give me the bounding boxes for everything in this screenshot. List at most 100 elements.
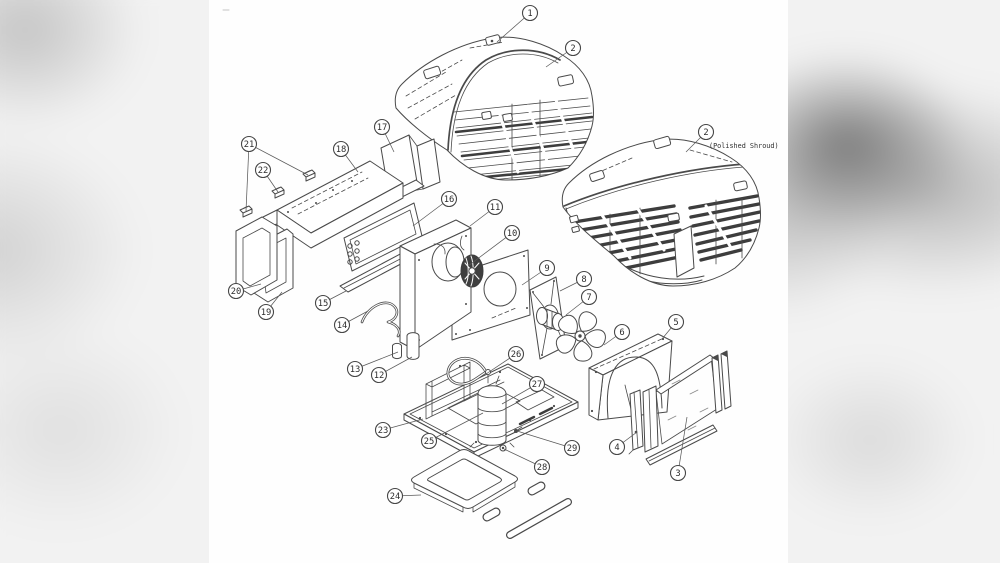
callout-number-20: 20 [231, 287, 242, 297]
callout-number-10: 10 [507, 229, 518, 239]
callout-number-28: 28 [537, 463, 548, 473]
callout-11: 11 [486, 198, 504, 216]
callout-number-23: 23 [378, 426, 389, 436]
callout-2b: 2 [697, 123, 715, 141]
part-capacitor-13 [392, 342, 402, 360]
callout-leader-21 [245, 143, 250, 212]
callout-bubble-11 [486, 198, 504, 216]
callout-22: 22 [254, 161, 272, 179]
callout-7: 7 [580, 288, 598, 306]
callout-25: 25 [420, 432, 438, 450]
part-sensing-tube-14 [360, 301, 401, 338]
callout-17: 17 [373, 118, 391, 136]
callout-number-12: 12 [374, 371, 385, 381]
shroud-mounting-tabs [423, 34, 574, 122]
callout-bubble-7 [580, 288, 598, 306]
callout-number-27: 27 [532, 380, 543, 390]
callout-9: 9 [538, 259, 556, 277]
callout-number-22: 22 [258, 166, 269, 176]
callout-2: 2 [564, 39, 582, 57]
callout-3: 3 [669, 464, 687, 482]
callout-leader-25 [428, 412, 484, 442]
part-mounting-clips [239, 169, 316, 218]
callout-number-8: 8 [581, 275, 586, 285]
callout-number-14: 14 [337, 321, 348, 331]
callout-number-18: 18 [336, 145, 347, 155]
part-condenser-shroud-5 [588, 333, 673, 431]
part-fan-blade-6 [555, 311, 606, 362]
callout-bubble-9 [538, 259, 556, 277]
part-clamp-29 [514, 426, 523, 433]
callout-bubble-2 [564, 39, 582, 57]
callout-number-5: 5 [673, 318, 678, 328]
callout-number-19: 19 [261, 308, 272, 318]
callout-number-4: 4 [614, 443, 619, 453]
callout-19: 19 [257, 303, 275, 321]
callout-number-16: 16 [444, 195, 455, 205]
callout-number-24: 24 [390, 492, 401, 502]
shroud-corner-post [673, 225, 695, 278]
polished-shroud-note: (Polished Shroud) [709, 142, 779, 150]
part-seal-pads [482, 481, 546, 522]
callout-number-26: 26 [511, 350, 522, 360]
part-roof-gasket-24 [411, 449, 518, 513]
callout-1: 1 [521, 4, 539, 22]
callout-bubble-15 [314, 294, 332, 312]
callout-4: 4 [608, 438, 626, 456]
callout-bubble-14 [333, 316, 351, 334]
callout-leader-29 [516, 430, 573, 449]
callout-number-11: 11 [490, 203, 501, 213]
callout-number-1: 1 [527, 9, 532, 19]
part-seal-strip [506, 498, 572, 539]
callout-bubble-18 [332, 140, 350, 158]
part-compressor-27 [469, 369, 515, 448]
callout-number-6: 6 [619, 328, 624, 338]
callout-20: 20 [227, 282, 245, 300]
part-drain-grommet-28 [499, 444, 507, 452]
callout-number-29: 29 [567, 444, 578, 454]
callout-16: 16 [440, 190, 458, 208]
polished-shroud-tabs [569, 135, 748, 233]
callout-leader-3 [677, 416, 688, 474]
part-blower-wheel-10 [445, 246, 484, 288]
callout-bubble-17 [373, 118, 391, 136]
callout-number-7: 7 [586, 293, 591, 303]
callout-bubble-2b [697, 123, 715, 141]
callout-bubble-1 [521, 4, 539, 22]
callout-bubble-12 [370, 366, 388, 384]
callout-bubble-13 [346, 360, 364, 378]
callout-layer: 1223456789101112131415161718192021222324… [227, 4, 779, 505]
callout-21: 21 [240, 135, 258, 153]
callout-10: 10 [503, 224, 521, 242]
callout-23: 23 [374, 421, 392, 439]
part-fan-motor-7 [536, 307, 578, 335]
callout-bubble-29 [563, 439, 581, 457]
callout-bubble-21 [240, 135, 258, 153]
part-top-shroud [394, 34, 594, 181]
callout-bubble-8 [575, 270, 593, 288]
callout-bubble-5 [667, 313, 685, 331]
callout-bubble-20 [227, 282, 245, 300]
callout-bubble-27 [528, 375, 546, 393]
callout-bubble-6 [613, 323, 631, 341]
part-polished-shroud [561, 135, 761, 287]
callout-24: 24 [386, 487, 404, 505]
callout-8: 8 [575, 270, 593, 288]
part-discharge-tube-26 [446, 357, 488, 386]
callout-27: 27 [528, 375, 546, 393]
callout-leader-21 [248, 143, 309, 176]
callout-number-25: 25 [424, 437, 435, 447]
callout-number-13: 13 [350, 365, 361, 375]
callout-number-17: 17 [377, 123, 388, 133]
callout-leader-10 [467, 232, 513, 267]
callout-5: 5 [667, 313, 685, 331]
callout-15: 15 [314, 294, 332, 312]
callout-bubble-28 [533, 458, 551, 476]
callout-bubble-25 [420, 432, 438, 450]
part-bracket-4 [628, 389, 644, 455]
callout-12: 12 [370, 366, 388, 384]
callout-number-3: 3 [675, 469, 680, 479]
callout-number-2: 2 [570, 44, 575, 54]
